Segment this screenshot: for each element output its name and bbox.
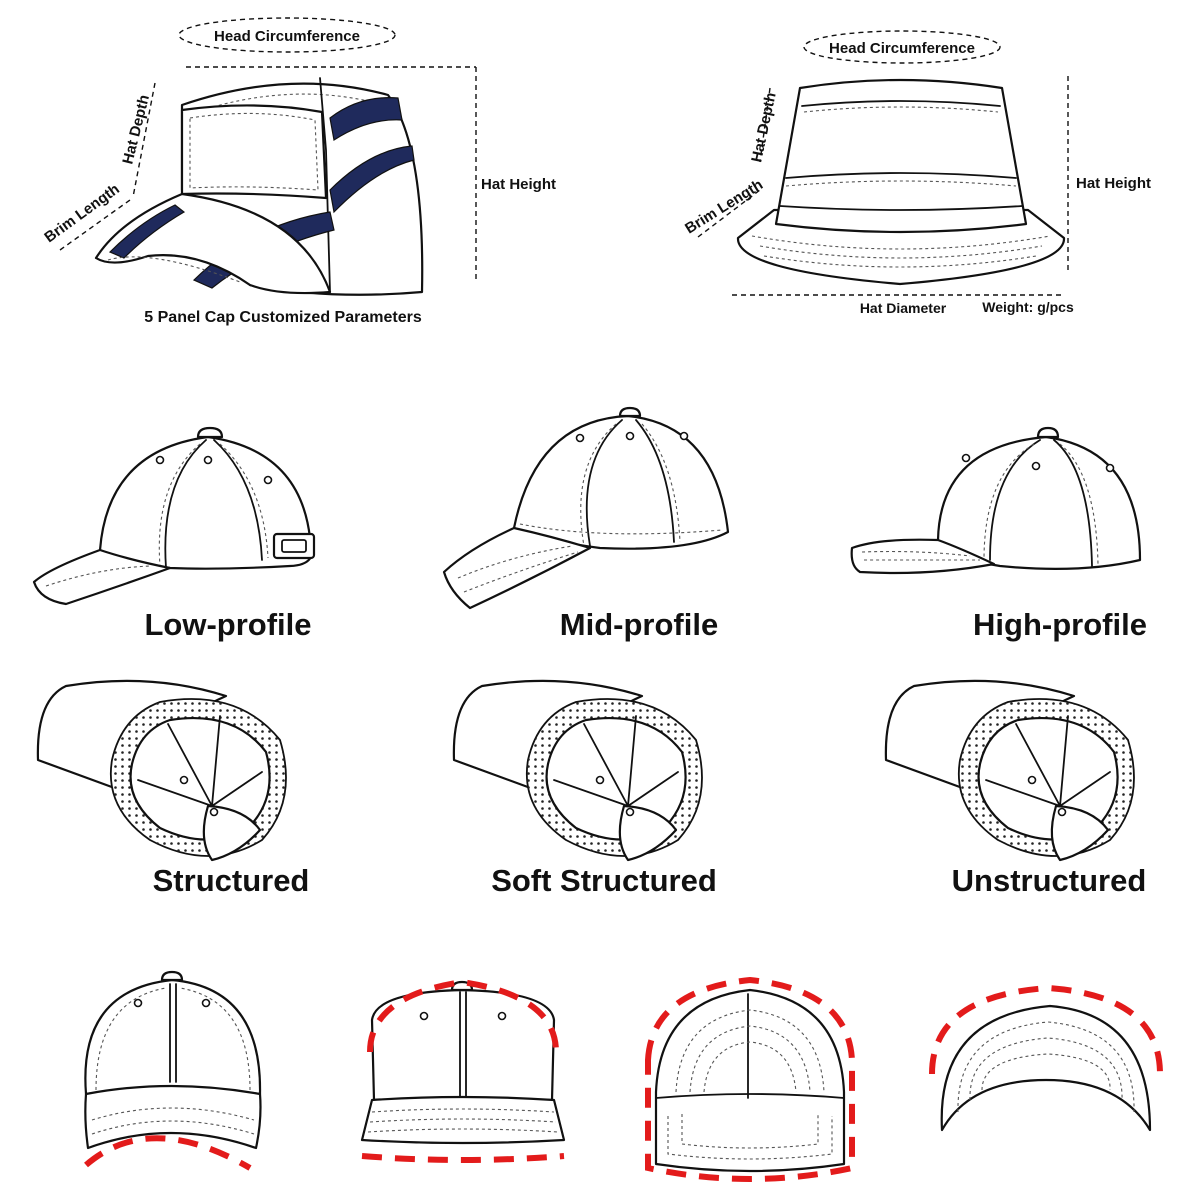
curved-brim-underside [929, 984, 1163, 1132]
high-profile-flat-brim [850, 538, 996, 575]
flat-brim-underside-highlight [645, 976, 855, 1182]
bucket-hat-depth-line [759, 87, 771, 163]
mid-profile-cap [442, 406, 730, 610]
flat-cap-crown [370, 988, 556, 1102]
inner-front-panel [618, 804, 678, 862]
bucket-hat-band-bottom [779, 205, 1023, 211]
bucket-hat-diagram: Head Circumference Hat Height Hat Depth … [682, 30, 1151, 316]
top-button [618, 406, 642, 418]
navy-side-stripe-middle [329, 145, 415, 214]
high-profile-cap [850, 426, 1142, 575]
structure-label-structured: Structured [153, 863, 310, 898]
curved-brim-underside-highlight [929, 984, 1163, 1075]
crown-seam [585, 419, 623, 547]
bucket-head-circumference-marker [803, 30, 1001, 64]
curved-brim-cap-front [84, 970, 262, 1171]
five-panel-caption: 5 Panel Cap Customized Parameters [144, 309, 422, 326]
profile-label-low: Low-profile [144, 607, 311, 642]
bucket-hat-band-top [785, 172, 1017, 179]
flat-brim-highlight [361, 1153, 565, 1163]
flat-brim-cap-front [360, 978, 566, 1163]
crown-seam [1053, 439, 1093, 567]
curved-brim-highlight [84, 1135, 252, 1171]
navy-side-stripe-upper [329, 97, 403, 141]
profile-label-high: High-profile [973, 607, 1147, 642]
profile-label-mid: Mid-profile [560, 607, 718, 642]
low-profile-brim [32, 548, 172, 606]
structure-label-soft-structured: Soft Structured [491, 863, 717, 898]
flat-brim-underside [645, 976, 855, 1182]
inner-front-panel [202, 804, 262, 862]
curved-cap-crown [84, 978, 262, 1096]
hat-depth-line [132, 82, 156, 198]
bucket-hat-diameter-label: Hat Diameter [860, 300, 947, 316]
bucket-hat-depth-label: Hat Depth [748, 91, 779, 164]
bucket-hat-height-label: Hat Height [1076, 175, 1151, 192]
mid-profile-brim [442, 526, 592, 610]
flat-brim [360, 1095, 566, 1145]
bucket-head-circumference-label: Head Circumference [829, 40, 975, 57]
low-profile-cap [32, 426, 316, 606]
crown-seam [635, 419, 675, 543]
bucket-weight-label: Weight: g/pcs [982, 299, 1074, 315]
bucket-crown [774, 78, 1028, 234]
navy-brim-edge-stripe [108, 204, 186, 259]
five-panel-brim-length-label: Brim Length [41, 181, 122, 247]
five-panel-head-circumference-label: Head Circumference [214, 28, 360, 45]
top-button [196, 426, 224, 439]
five-panel-front-panel [180, 104, 328, 200]
curved-brim-underside-shape [940, 1004, 1152, 1132]
panel-seam [319, 77, 331, 293]
top-button [160, 970, 184, 982]
flat-brim-underside-shape [654, 988, 846, 1173]
bucket-brim-length-line [697, 189, 761, 238]
inner-front-panel [1050, 804, 1110, 862]
five-panel-hat-height-label: Hat Height [481, 176, 556, 193]
soft-structured-cap [452, 679, 703, 862]
head-circumference-marker [178, 17, 396, 53]
crown-seam [164, 439, 207, 569]
crown-seam [213, 439, 263, 561]
crown-seam [989, 439, 1041, 561]
bucket-top-band [801, 100, 1001, 107]
five-panel-hat-depth-label: Hat Depth [119, 93, 153, 166]
structured-cap [36, 679, 287, 862]
curved-brim [84, 1084, 262, 1150]
five-panel-cap-diagram: Head Circumference Hat Height Hat Depth … [41, 17, 556, 326]
unstructured-cap [884, 679, 1135, 862]
adjustable-strap-buckle [272, 532, 316, 560]
top-button [1036, 426, 1060, 439]
structure-label-unstructured: Unstructured [952, 863, 1147, 898]
